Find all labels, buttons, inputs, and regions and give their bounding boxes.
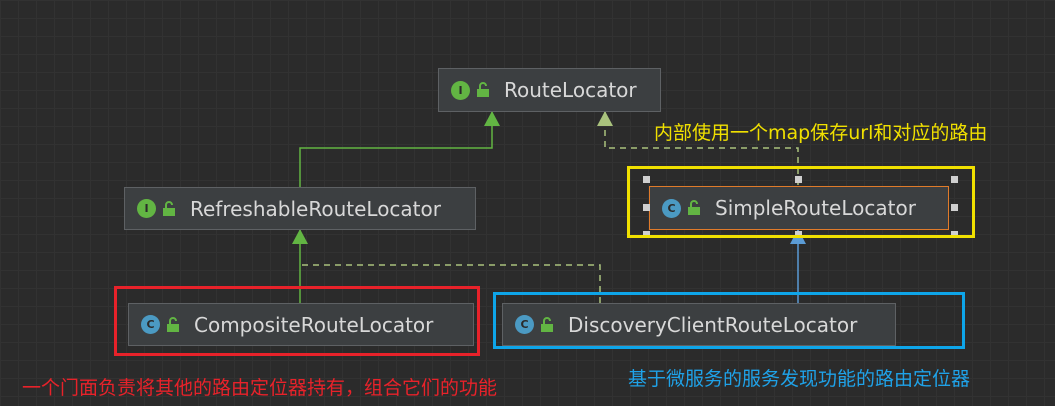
- arrowhead-refreshable: [292, 229, 308, 244]
- class-icon: C: [515, 315, 534, 334]
- lock-open-icon: [167, 316, 179, 332]
- annotation-simple: 内部使用一个map保存url和对应的路由: [654, 122, 988, 144]
- node-label: RouteLocator: [504, 78, 637, 102]
- annotation-composite: 一个门面负责将其他的路由定位器持有，组合它们的功能: [22, 377, 498, 399]
- annotation-discovery: 基于微服务的服务发现功能的路由定位器: [628, 368, 971, 390]
- highlight-box-simple: [627, 166, 975, 238]
- lock-open-icon: [688, 200, 700, 215]
- node-label: RefreshableRouteLocator: [190, 196, 441, 221]
- edge-simple-to-routelocator: [604, 112, 799, 185]
- resize-handle[interactable]: [951, 204, 958, 211]
- interface-icon: I: [451, 80, 470, 100]
- lock-open-icon: [541, 316, 553, 332]
- highlight-box-composite: [114, 286, 480, 356]
- discovery-client-route-locator-node[interactable]: C DiscoveryClientRouteLocator: [502, 303, 896, 346]
- composite-route-locator-node[interactable]: C CompositeRouteLocator: [128, 303, 474, 346]
- node-label: DiscoveryClientRouteLocator: [568, 312, 858, 337]
- refreshable-route-locator-node[interactable]: I RefreshableRouteLocator: [124, 187, 476, 230]
- highlight-box-discovery: [493, 292, 965, 349]
- arrowhead-routelocator-left: [484, 111, 500, 126]
- resize-handle[interactable]: [643, 204, 650, 211]
- edge-refreshable-to-routelocator: [299, 112, 493, 187]
- resize-handle[interactable]: [643, 231, 650, 238]
- node-label: SimpleRouteLocator: [715, 196, 916, 220]
- interface-icon: I: [137, 199, 156, 218]
- resize-handle[interactable]: [951, 231, 958, 238]
- arrowhead-routelocator-right: [597, 111, 613, 126]
- resize-handle[interactable]: [643, 176, 650, 183]
- class-icon: C: [662, 198, 681, 218]
- resize-handle[interactable]: [951, 176, 958, 183]
- route-locator-node[interactable]: I RouteLocator: [438, 68, 661, 112]
- resize-handle[interactable]: [795, 231, 802, 238]
- lock-open-icon: [163, 200, 175, 216]
- node-label: CompositeRouteLocator: [194, 312, 434, 337]
- edge-discovery-to-refreshable: [300, 264, 601, 303]
- lock-open-icon: [477, 82, 489, 97]
- class-icon: C: [141, 315, 160, 334]
- resize-handle[interactable]: [795, 176, 802, 183]
